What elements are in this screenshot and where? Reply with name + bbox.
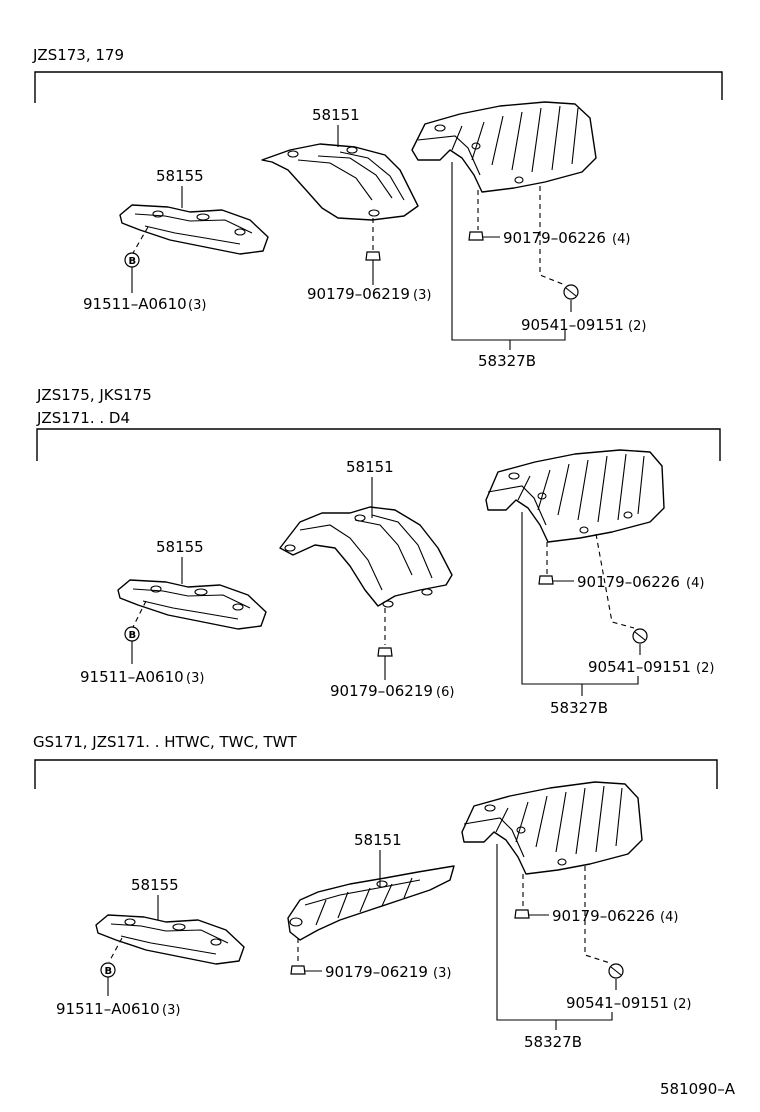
qty-clip-b: (3) xyxy=(188,298,206,313)
nut-90179-06226[interactable] xyxy=(468,231,484,241)
svg-text:B: B xyxy=(129,256,137,267)
section-2-header-line-2: JZS171. . D4 xyxy=(36,409,130,427)
section-3-frame xyxy=(34,759,718,789)
dash-bolt-cover xyxy=(539,186,566,286)
nut-90179-06219[interactable] xyxy=(365,251,381,261)
label-58155: 58155 xyxy=(131,876,179,894)
label-bolt-cover: 90541–09151 xyxy=(566,994,669,1012)
qty-nut-front: (3) xyxy=(433,966,451,981)
dash-bolt-cover xyxy=(584,866,611,964)
bolt-90541-09151[interactable] xyxy=(563,284,579,300)
qty-bolt-cover: (2) xyxy=(696,661,714,676)
label-58155: 58155 xyxy=(156,167,204,185)
bolt-90541-09151[interactable] xyxy=(632,628,648,644)
svg-text:B: B xyxy=(129,630,137,641)
nut-90179-06219[interactable] xyxy=(290,965,306,975)
label-bolt-cover: 90541–09151 xyxy=(521,316,624,334)
dash-clip-b xyxy=(108,937,123,963)
qty-bolt-cover: (2) xyxy=(673,997,691,1012)
section-2-frame xyxy=(36,428,721,461)
qty-clip-b: (3) xyxy=(162,1003,180,1018)
heat-shield-58151[interactable] xyxy=(287,865,455,941)
cover-58327B[interactable] xyxy=(485,449,665,543)
label-nut-front: 90179–06219 xyxy=(330,682,433,700)
label-58327B: 58327B xyxy=(478,352,536,370)
qty-nut-cover: (4) xyxy=(660,910,678,925)
label-bolt-cover: 90541–09151 xyxy=(588,658,691,676)
heat-shield-58151[interactable] xyxy=(279,506,453,608)
section-1: JZS173, 179 58155 B 91511–A0610 (3) xyxy=(32,46,723,370)
bracket-58327B xyxy=(496,844,613,1021)
svg-text:B: B xyxy=(105,966,113,977)
label-nut-cover: 90179–06226 xyxy=(503,229,606,247)
bracket-58327B xyxy=(451,162,566,341)
cover-58327B[interactable] xyxy=(461,781,643,875)
figure-id: 581090–A xyxy=(660,1080,736,1098)
dash-bolt-cover xyxy=(595,533,635,629)
label-clip-b: 91511–A0610 xyxy=(56,1000,160,1018)
label-58151: 58151 xyxy=(346,458,394,476)
label-58327B: 58327B xyxy=(550,699,608,717)
clip-b-marker: B xyxy=(124,252,140,268)
qty-nut-front: (6) xyxy=(436,685,454,700)
label-58151: 58151 xyxy=(354,831,402,849)
qty-nut-cover: (4) xyxy=(612,232,630,247)
nut-90179-06219[interactable] xyxy=(377,647,393,657)
qty-nut-front: (3) xyxy=(413,288,431,303)
bolt-90541-09151[interactable] xyxy=(608,963,624,979)
heat-shield-58155[interactable] xyxy=(119,204,269,255)
section-1-frame xyxy=(34,71,723,103)
cover-58327B[interactable] xyxy=(411,101,597,193)
nut-90179-06226[interactable] xyxy=(514,909,530,919)
label-58155: 58155 xyxy=(156,538,204,556)
section-2-header-line-1: JZS175, JKS175 xyxy=(36,386,152,404)
label-nut-front: 90179–06219 xyxy=(307,285,410,303)
nut-90179-06226[interactable] xyxy=(538,575,554,585)
section-3-header: GS171, JZS171. . HTWC, TWC, TWT xyxy=(33,733,298,751)
label-58151: 58151 xyxy=(312,106,360,124)
heat-shield-58151[interactable] xyxy=(261,143,419,221)
section-3: GS171, JZS171. . HTWC, TWC, TWT 58155 B … xyxy=(33,733,718,1051)
qty-bolt-cover: (2) xyxy=(628,319,646,334)
section-2: JZS175, JKS175 JZS171. . D4 58155 B 9151… xyxy=(36,386,721,717)
label-clip-b: 91511–A0610 xyxy=(83,295,187,313)
label-nut-cover: 90179–06226 xyxy=(552,907,655,925)
label-nut-cover: 90179–06226 xyxy=(577,573,680,591)
heat-shield-58155[interactable] xyxy=(117,579,267,630)
label-clip-b: 91511–A0610 xyxy=(80,668,184,686)
label-58327B: 58327B xyxy=(524,1033,582,1051)
section-1-header: JZS173, 179 xyxy=(32,46,124,64)
label-nut-front: 90179–06219 xyxy=(325,963,428,981)
qty-clip-b: (3) xyxy=(186,671,204,686)
dash-clip-b xyxy=(132,600,147,628)
qty-nut-cover: (4) xyxy=(686,576,704,591)
clip-b-marker: B xyxy=(100,962,116,978)
clip-b-marker: B xyxy=(124,626,140,642)
heat-shield-58155[interactable] xyxy=(95,914,245,965)
bracket-58327B xyxy=(521,512,639,685)
